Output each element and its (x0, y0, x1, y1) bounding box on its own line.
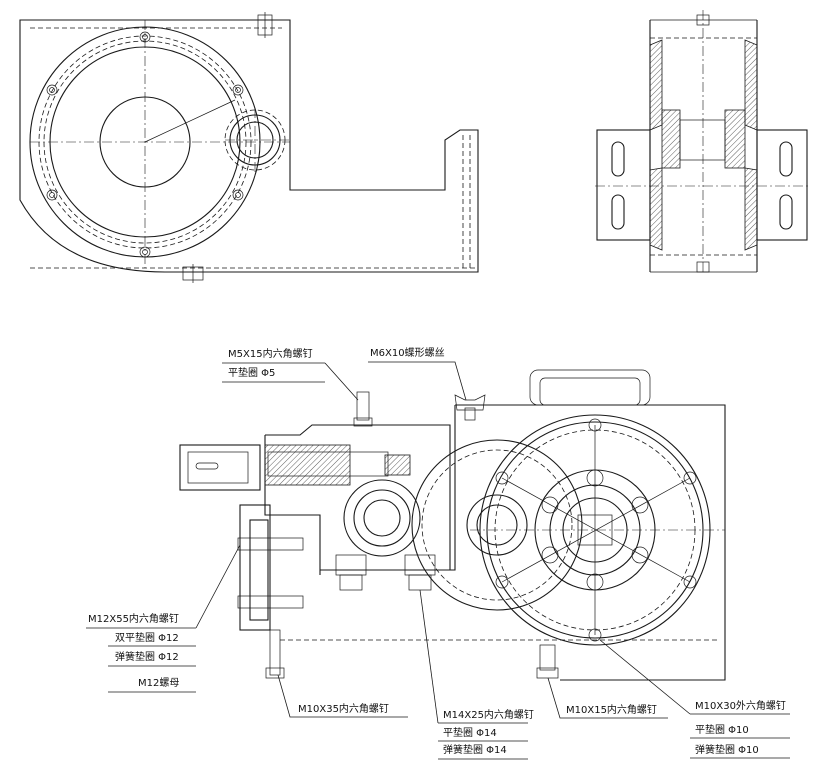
flange-bolts (495, 418, 697, 642)
labels: M5X15内六角螺钉 平垫圈 Φ5 M6X10蝶形螺丝 M12X55内六角螺钉 … (86, 346, 790, 760)
label-m10x30-bolt: M10X30外六角螺钉 (695, 700, 786, 712)
label-m10-washer: 平垫圈 Φ10 (695, 723, 749, 736)
label-m14-screw: M14X25内六角螺钉 (443, 708, 534, 721)
label-m10x35-screw: M10X35内六角螺钉 (298, 702, 389, 715)
top-right-view (595, 10, 810, 275)
label-m12-screw: M12X55内六角螺钉 (88, 612, 179, 625)
label-m14-spring-washer: 弹簧垫圈 Φ14 (443, 743, 507, 756)
label-m6-wing: M6X10蝶形螺丝 (370, 346, 445, 359)
label-m12-double-washer: 双平垫圈 Φ12 (115, 631, 179, 644)
label-m5-washer: 平垫圈 Φ5 (228, 366, 275, 379)
label-m10-spring-washer: 弹簧垫圈 Φ10 (695, 743, 759, 756)
top-left-view (19, 12, 479, 283)
label-m10x15-screw: M10X15内六角螺钉 (566, 703, 657, 716)
label-m12-spring-washer: 弹簧垫圈 Φ12 (115, 650, 179, 663)
label-m5-screw: M5X15内六角螺钉 (228, 347, 313, 360)
main-assembly-view (179, 369, 726, 681)
label-m14-washer: 平垫圈 Φ14 (443, 726, 497, 739)
label-m12-nut: M12螺母 (138, 677, 179, 689)
